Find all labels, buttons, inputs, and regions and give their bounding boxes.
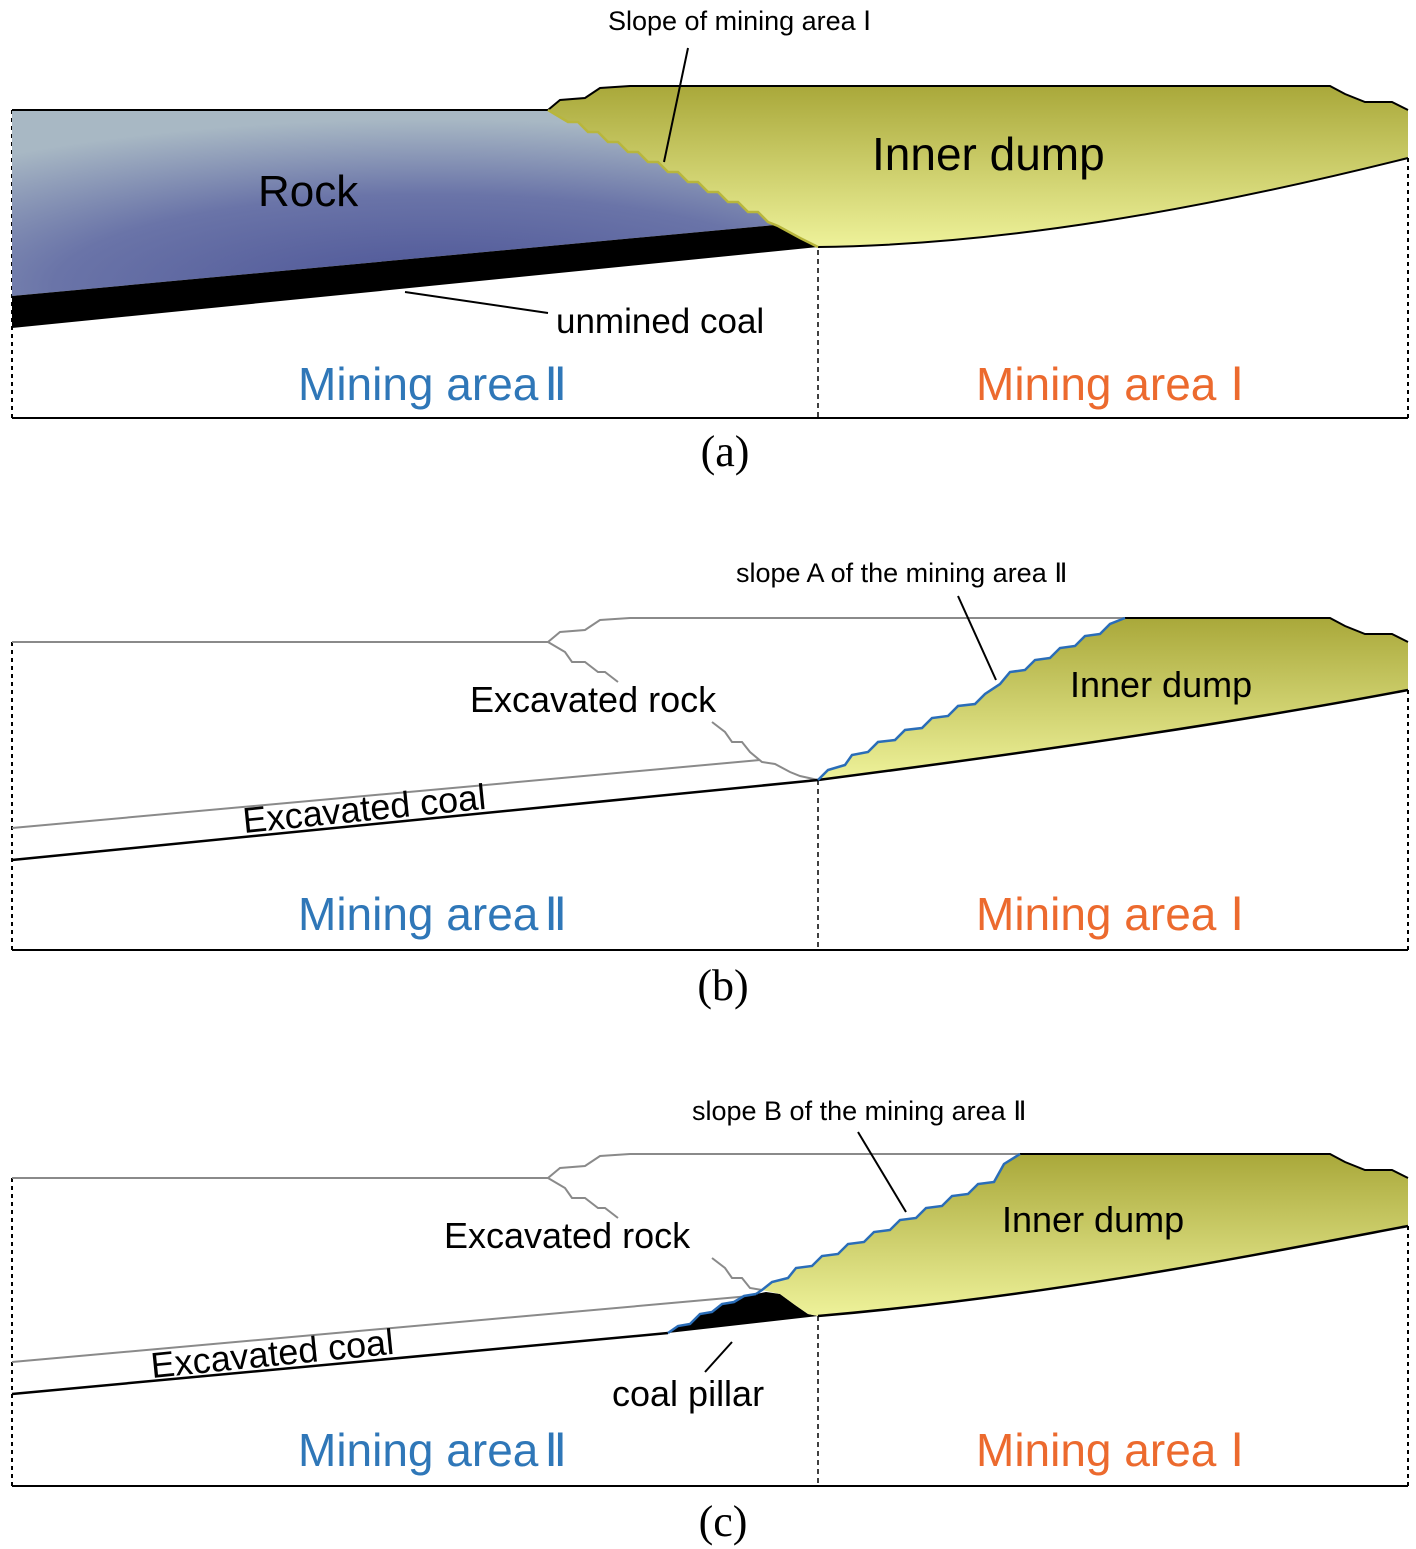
excavated-rock-outline-b xyxy=(12,617,1125,781)
rock-label: Rock xyxy=(258,167,359,216)
inner-dump-label-a: Inner dump xyxy=(872,128,1105,180)
slope-a-annotation: slope A of the mining area Ⅱ xyxy=(736,558,1068,588)
excavated-rock-outline-c xyxy=(12,1153,1020,1291)
slope-b-pillar-edge xyxy=(667,1292,757,1335)
dump-top-outline-b xyxy=(1125,617,1409,643)
coal-leader-a xyxy=(404,291,549,314)
coal-pillar-label: coal pillar xyxy=(612,1373,764,1414)
slope-line-a xyxy=(547,108,819,249)
slope-leader-a xyxy=(663,47,689,163)
excavated-coal-top-outline-c xyxy=(11,1295,751,1363)
excavated-rock-label-c: Excavated rock xyxy=(444,1215,691,1256)
dump-bottom-outline-c xyxy=(817,1224,1409,1318)
rock-body xyxy=(12,110,775,296)
panel-b-frame xyxy=(11,642,1409,951)
inner-dump-label-c: Inner dump xyxy=(1002,1199,1184,1240)
excavated-coal-top-outline-b xyxy=(11,759,761,829)
coal-floor-c xyxy=(11,1331,669,1396)
coal-floor-b xyxy=(11,778,819,862)
excavated-coal-label-c: Excavated coal xyxy=(149,1321,396,1386)
inner-dump-b xyxy=(818,618,1408,780)
dump-top-outline-c xyxy=(1020,1153,1409,1179)
panel-a: Rock Inner dump Slope of mining area Ⅰ u… xyxy=(11,6,1409,476)
caption-a: (a) xyxy=(701,427,750,476)
dump-bottom-outline-b xyxy=(817,688,1409,782)
slope-a-leader xyxy=(957,595,997,681)
excavated-rock-label-b: Excavated rock xyxy=(470,679,717,720)
inner-dump-c xyxy=(762,1154,1408,1316)
coal-pillar-leader xyxy=(704,1341,733,1373)
slope-b-annotation: slope B of the mining area Ⅱ xyxy=(692,1096,1026,1126)
unmined-coal-seam xyxy=(12,225,818,328)
slope-b-leader xyxy=(857,1131,907,1213)
caption-c: (c) xyxy=(699,1497,748,1546)
inner-dump-a xyxy=(548,86,1408,247)
unmined-coal-label: unmined coal xyxy=(556,302,764,341)
coal-pillar xyxy=(668,1292,818,1333)
slope-annotation-a: Slope of mining area Ⅰ xyxy=(608,6,871,36)
inner-dump-label-b: Inner dump xyxy=(1070,664,1252,705)
panel-c-frame xyxy=(11,1178,1409,1487)
dump-top-outline-a xyxy=(547,85,1409,111)
panel-c: slope B of the mining area Ⅱ Inner dump … xyxy=(11,1096,1409,1546)
panel-b: slope A of the mining area Ⅱ Inner dump … xyxy=(11,558,1409,1010)
dump-bottom-outline-a xyxy=(817,157,1409,248)
slope-a-line xyxy=(817,616,1126,781)
excavated-coal-label-b: Excavated coal xyxy=(241,776,488,841)
caption-b: (b) xyxy=(697,961,748,1010)
slope-b-line xyxy=(755,1152,1021,1296)
